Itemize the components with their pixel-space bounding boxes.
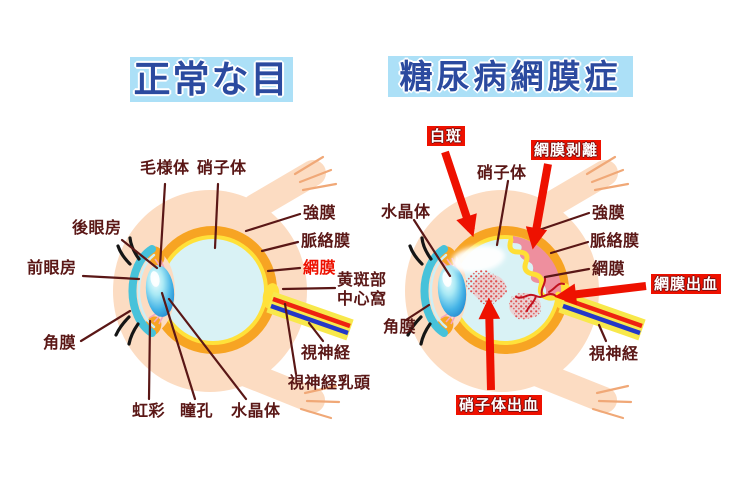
label-sclera-right: 強膜 — [592, 203, 626, 222]
diabetic-eye-title: 糖尿病網膜症 — [388, 56, 633, 97]
label-lens-right: 水晶体 — [381, 202, 431, 221]
normal-eye-title: 正常な目 — [130, 57, 293, 102]
diabetic-eye-illustration — [405, 157, 642, 418]
label-vitreous-right: 硝子体 — [477, 163, 527, 182]
label-optic-nerve-right: 視神経 — [589, 344, 639, 363]
label-finding-white-spots: 白斑 — [427, 126, 466, 146]
abnormal-vessel — [515, 277, 565, 312]
label-retina-right: 網膜 — [592, 259, 626, 278]
retinal-hemorrhage-lesion — [509, 293, 541, 320]
label-posterior-chamber: 後眼房 — [72, 218, 122, 237]
label-macula-line1: 黄斑部 — [337, 270, 387, 289]
leader-lines-normal — [79, 182, 337, 401]
leader-lines-diabetic — [404, 179, 608, 343]
label-optic-disc: 視神経乳頭 — [288, 373, 371, 392]
label-vitreous: 硝子体 — [197, 158, 247, 177]
label-finding-vitreous-hemorrhage: 硝子体出血 — [456, 395, 543, 415]
label-retina: 網膜 — [303, 258, 337, 277]
white-spot-lesion — [451, 245, 505, 273]
label-macula: 黄斑部 中心窩 — [337, 270, 387, 308]
label-optic-nerve: 視神経 — [301, 343, 351, 362]
label-ciliary-body: 毛様体 — [140, 158, 190, 177]
label-choroid-right: 脈絡膜 — [590, 231, 640, 250]
label-pupil: 瞳孔 — [180, 401, 214, 420]
label-anterior-chamber: 前眼房 — [27, 258, 77, 277]
label-cornea-right: 角膜 — [383, 317, 417, 336]
label-finding-retinal-detachment: 網膜剥離 — [531, 140, 602, 160]
label-macula-line2: 中心窩 — [337, 289, 387, 308]
label-lens: 水晶体 — [231, 401, 281, 420]
label-finding-retinal-hemorrhage: 網膜出血 — [651, 274, 722, 294]
label-iris: 虹彩 — [132, 401, 166, 420]
label-choroid: 脈絡膜 — [301, 231, 351, 250]
label-sclera: 強膜 — [303, 203, 337, 222]
label-cornea: 角膜 — [43, 333, 77, 352]
finding-arrows — [441, 150, 647, 391]
